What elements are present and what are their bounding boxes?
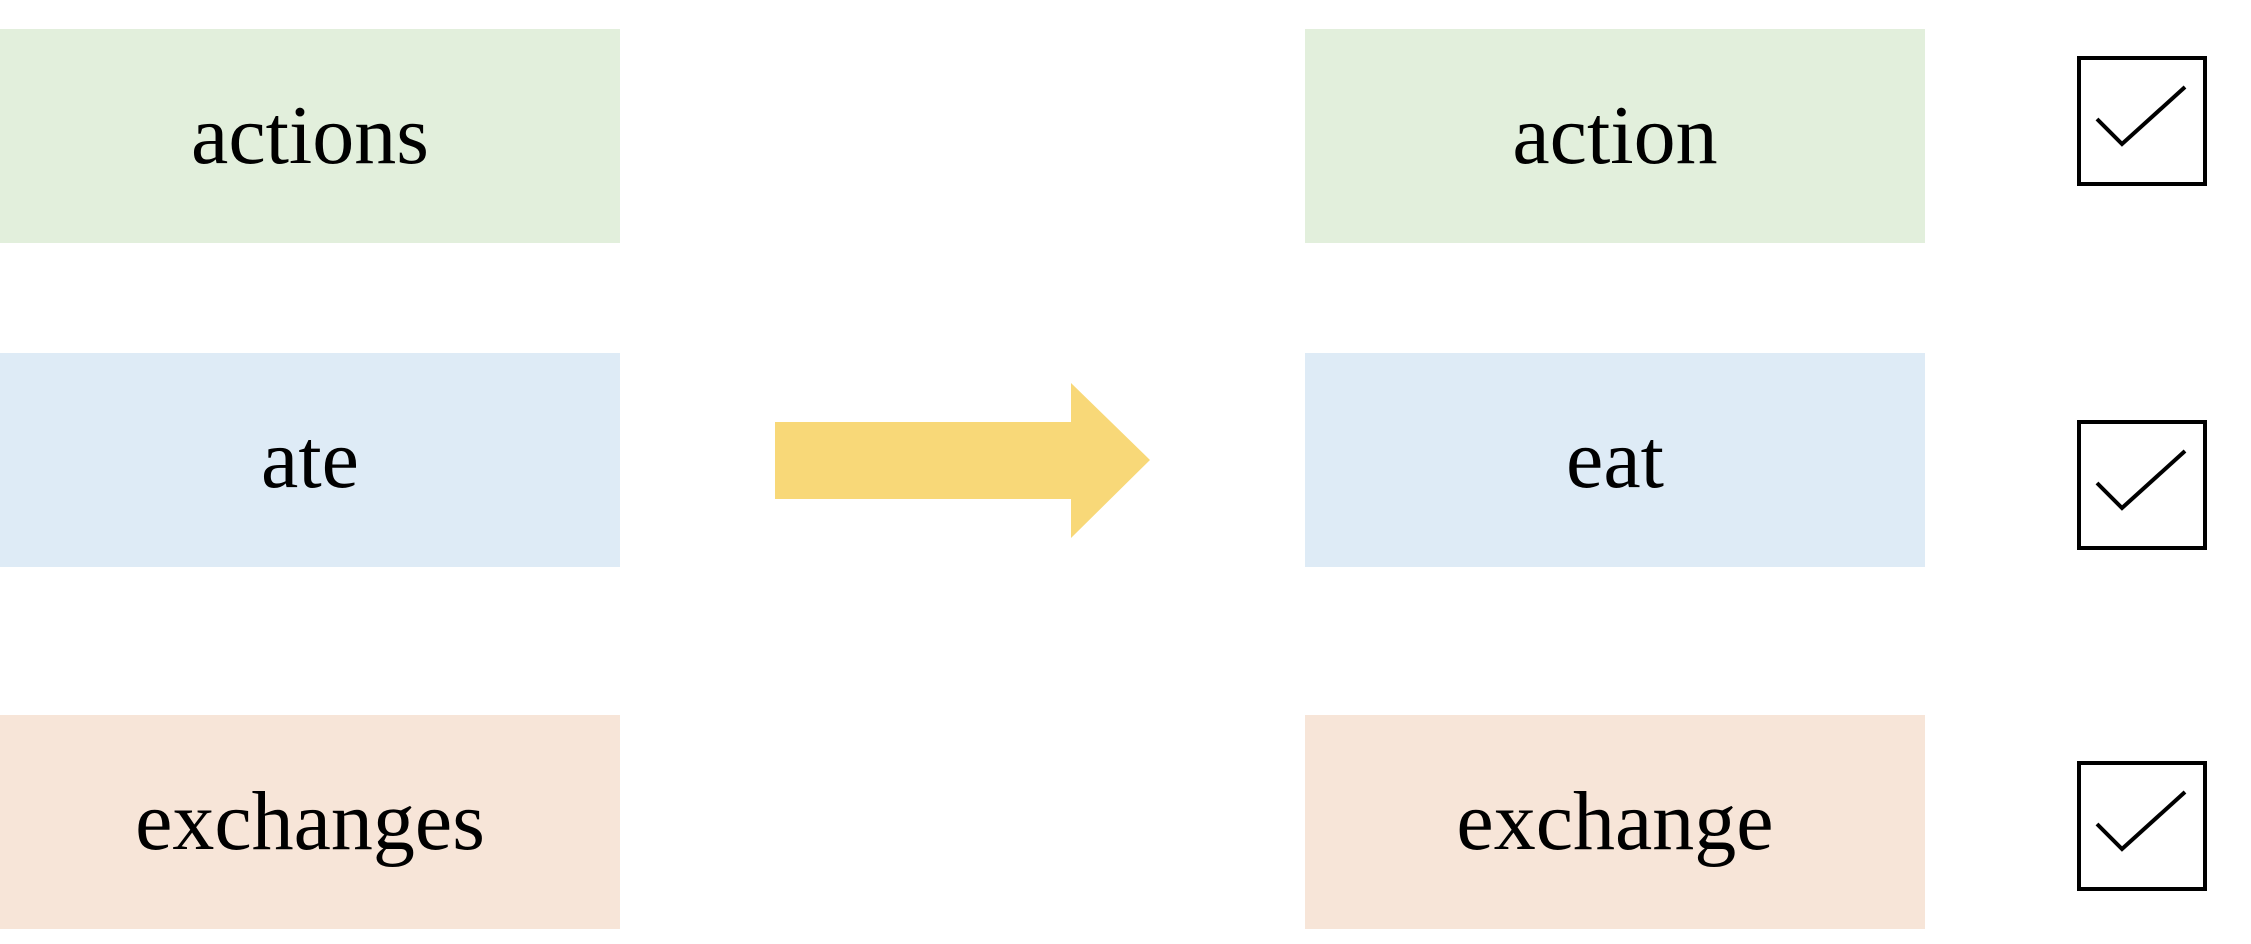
output-word-box-1: action xyxy=(1305,29,1925,243)
input-word-1: actions xyxy=(191,89,429,182)
checkbox-checked-icon xyxy=(2077,761,2207,891)
output-word-3: exchange xyxy=(1456,775,1774,868)
output-word-box-3: exchange xyxy=(1305,715,1925,929)
output-word-2: eat xyxy=(1566,413,1664,506)
input-word-2: ate xyxy=(261,413,359,506)
input-word-box-3: exchanges xyxy=(0,715,620,929)
input-word-box-1: actions xyxy=(0,29,620,243)
input-word-box-2: ate xyxy=(0,353,620,567)
checkbox-checked-icon xyxy=(2077,56,2207,186)
checkbox-checked-icon xyxy=(2077,420,2207,550)
output-word-1: action xyxy=(1512,89,1718,182)
output-word-box-2: eat xyxy=(1305,353,1925,567)
input-word-3: exchanges xyxy=(135,775,485,868)
right-arrow-icon xyxy=(775,383,1150,538)
